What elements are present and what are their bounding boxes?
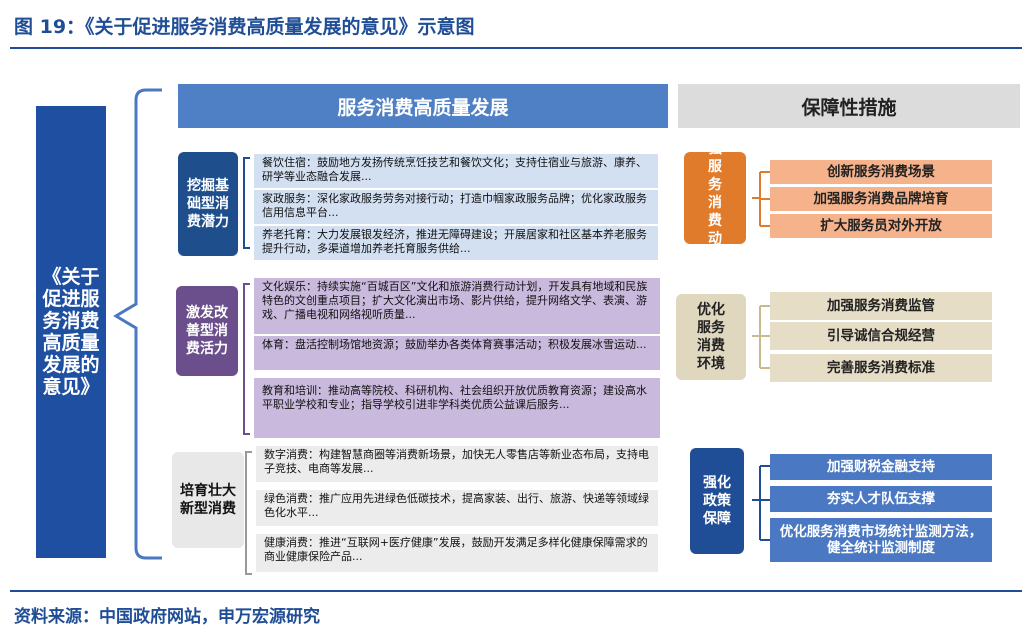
rgroup3-bracket [752, 465, 770, 541]
category-basic-consumption: 挖掘基础型消费潜力 [178, 152, 238, 256]
item-digital-consumption: 数字消费：构建智慧商圈等消费新场景，加快无人零售店等新业态布局，支持电子竞技、电… [256, 446, 658, 482]
measure-talent: 夯实人才队伍支撑 [770, 486, 992, 512]
item-education-training: 教育和培训：推动高等院校、科研机构、社会组织开放优质教育资源；建设高水平职业学校… [254, 378, 660, 438]
measure-standards: 完善服务消费标准 [770, 354, 992, 382]
category-improvement-consumption: 激发改善型消费活力 [176, 286, 238, 376]
bottom-rule [10, 590, 1022, 592]
category-new-consumption: 培育壮大新型消费 [172, 452, 244, 548]
measure-statistics: 优化服务消费市场统计监测方法，健全统计监测制度 [770, 518, 992, 562]
group3-bracket [245, 451, 252, 575]
item-green-consumption: 绿色消费：推广应用先进绿色低碳技术，提高家装、出行、旅游、快递等领域绿色化水平.… [256, 490, 658, 526]
category-policy-support: 强化政策保障 [690, 448, 744, 554]
figure-title: 图 19：《关于促进服务消费高质量发展的意见》示意图 [14, 16, 475, 38]
item-sports: 体育：盘活控制场馆地资源；鼓励举办各类体育赛事活动；积极发展冰雪运动... [254, 336, 660, 370]
item-culture-entertainment: 文化娱乐：持续实施“百城百区”文化和旅游消费行动计划，开发具有地域和民族特色的文… [254, 278, 660, 334]
category-strengthen-momentum: 强服务消费动 [684, 152, 746, 244]
header-development: 服务消费高质量发展 [178, 84, 668, 128]
measure-consumption-scenarios: 创新服务消费场景 [770, 160, 992, 184]
root-bracket [113, 88, 162, 560]
source-note: 资料来源：中国政府网站，申万宏源研究 [14, 607, 320, 627]
measure-open-up: 扩大服务员对外开放 [770, 214, 992, 238]
root-label: 《关于促进服务消费高质量发展的意见》 [36, 106, 106, 558]
measure-supervision: 加强服务消费监管 [770, 292, 992, 320]
group2-bracket [243, 283, 250, 435]
item-catering: 餐饮住宿：鼓励地方发扬传统烹饪技艺和餐饮文化；支持住宿业与旅游、康养、研学等业态… [254, 154, 658, 188]
item-housekeeping: 家政服务：深化家政服务劳务对接行动；打造巾帼家政服务品牌；优化家政服务信用信息平… [254, 190, 658, 224]
category-optimize-environment: 优化服务消费环境 [676, 294, 746, 380]
category-optimize-environment-label: 优化服务消费环境 [697, 302, 725, 372]
measure-integrity: 引导诚信合规经营 [770, 322, 992, 350]
group1-bracket [243, 157, 250, 249]
item-elderly-childcare: 养老托育：大力发展银发经济，推进无障碍建设；开展居家和社区基本养老服务提升行动，… [254, 226, 658, 260]
rgroup1-bracket [752, 171, 770, 227]
top-rule [10, 47, 1022, 49]
rgroup2-bracket [752, 305, 770, 369]
measure-fiscal-finance: 加强财税金融支持 [770, 454, 992, 480]
header-safeguards: 保障性措施 [678, 84, 1020, 128]
measure-brand-cultivation: 加强服务消费品牌培育 [770, 187, 992, 211]
category-strengthen-momentum-label: 强服务消费动 [708, 152, 722, 244]
item-health-consumption: 健康消费：推进“互联网+医疗健康”发展，鼓励开发满足多样化健康保障需求的商业健康… [256, 534, 658, 572]
category-policy-support-label: 强化政策保障 [703, 475, 731, 527]
